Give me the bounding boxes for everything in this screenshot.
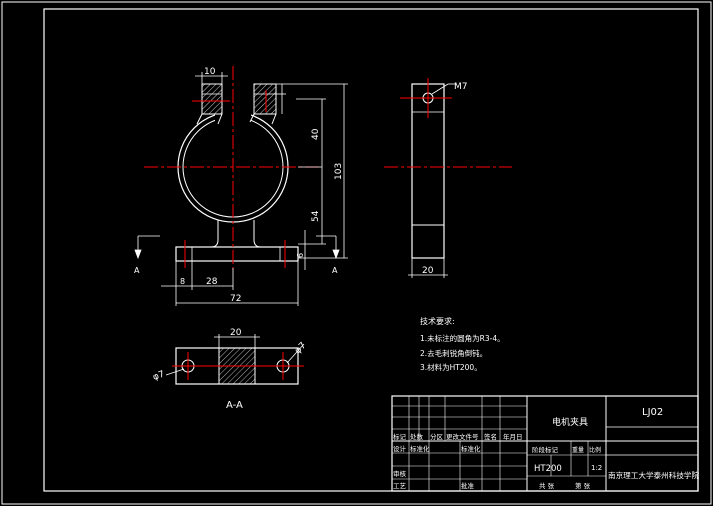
tb-process: 工艺 [393, 482, 407, 490]
tb-stage-mark: 阶段标记 [532, 445, 559, 454]
tb-material: HT200 [534, 464, 562, 474]
dim-section-width: 20 [230, 328, 242, 338]
dim-base-thk: 6 [296, 253, 305, 258]
tb-change-doc: 更改文件号 [446, 432, 479, 441]
tb-sheet-no: 第 张 [575, 481, 591, 490]
tb-scale: 1:2 [591, 464, 602, 472]
dim-side-width: 20 [422, 266, 434, 276]
notes-heading: 技术要求: [420, 316, 455, 326]
dim-hole-left: φ7 [152, 369, 166, 382]
tb-sheet-total: 共 张 [539, 481, 555, 490]
technical-notes: 技术要求: 1.未标注的圆角为R3-4。 2.去毛刺锐角倒钝。 3.材料为HT2… [420, 316, 505, 372]
front-dimensions [161, 72, 348, 306]
dim-offset-8: 8 [180, 277, 185, 286]
tb-count: 处数 [410, 432, 424, 441]
lug-left [201, 83, 223, 115]
tb-zone: 分区 [430, 432, 444, 441]
tb-part-name: 电机夹具 [552, 416, 588, 428]
tb-drawing-no: LJ02 [642, 407, 663, 418]
dim-center-to-top: 40 [311, 128, 321, 140]
drawing-frame [43, 8, 699, 492]
tb-standardize-label: 标准化 [461, 444, 481, 453]
tb-scale-label: 比例 [589, 446, 601, 454]
dim-base-length: 72 [230, 294, 241, 304]
note-1: 1.未标注的圆角为R3-4。 [420, 333, 505, 343]
tb-approve: 批准 [461, 481, 475, 490]
section-label-right: A [332, 266, 338, 275]
title-block [391, 395, 699, 492]
tb-weight: 重量 [572, 446, 584, 454]
tb-standardize: 标准化 [410, 444, 430, 453]
tb-date: 年月日 [503, 432, 523, 441]
note-3: 3.材料为HT200。 [420, 362, 482, 372]
base-plate [175, 246, 299, 262]
tb-design: 设计 [393, 444, 407, 453]
section-title: A-A [226, 400, 243, 411]
section-label-left: A [134, 266, 140, 275]
dim-overall-height: 103 [334, 163, 344, 180]
dim-top-width: 10 [204, 67, 216, 77]
tb-mark: 标记 [393, 432, 407, 441]
note-2: 2.去毛刺锐角倒钝。 [420, 348, 487, 358]
side-view [384, 78, 512, 278]
dim-offset-28: 28 [206, 277, 218, 287]
tb-signature: 签名 [484, 432, 497, 441]
dim-thread-m7: M7 [454, 82, 468, 92]
tb-check: 审核 [393, 469, 407, 478]
dim-center-to-base: 54 [311, 210, 321, 222]
section-view [165, 334, 305, 385]
section-marker-right [316, 235, 340, 260]
front-view [144, 66, 322, 270]
lug-right [253, 83, 277, 115]
tb-school: 南京理工大学泰州科技学院 [608, 470, 700, 480]
section-marker-left [134, 235, 160, 260]
